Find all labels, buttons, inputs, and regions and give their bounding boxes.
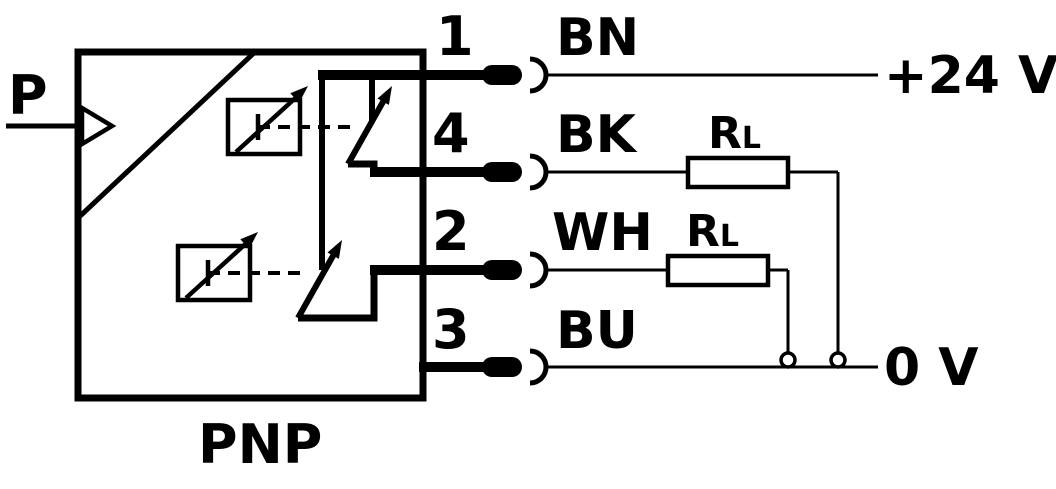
- junction-dot-1: [779, 351, 797, 369]
- junction-dot-2: [829, 351, 847, 369]
- wire-color-wh: WH: [552, 203, 653, 263]
- resistor-1-subscript: L: [742, 121, 761, 156]
- wire-color-bn: BN: [556, 8, 639, 68]
- sensor2-adjust-arrow-icon: [184, 232, 258, 300]
- supply-rail-label: +24 V: [884, 46, 1056, 106]
- resistor-2-subscript: L: [720, 219, 739, 254]
- load-resistor-2-label: RL: [686, 206, 739, 257]
- device-type-label: PNP: [198, 413, 322, 476]
- sensor1-adjust-arrow-icon: [234, 86, 308, 154]
- pin3-connector-icon: [482, 348, 549, 386]
- pin1-label: 1: [436, 5, 474, 68]
- switch2-lever: [295, 240, 342, 320]
- pressure-input-label: P: [8, 64, 48, 127]
- load-resistor-2: [665, 253, 771, 288]
- sensor-body-outline: [74, 48, 427, 402]
- load-resistor-1-label: RL: [708, 108, 761, 159]
- resistor-2-symbol: R: [686, 206, 720, 257]
- switch1-lever: [345, 86, 392, 166]
- load-resistor-1: [685, 155, 791, 190]
- pin3-label: 3: [432, 298, 470, 361]
- wire-color-bu: BU: [556, 301, 638, 361]
- pressure-input-arrow-icon: [79, 104, 117, 148]
- pin1-connector-icon: [482, 56, 549, 94]
- pin2-label: 2: [432, 200, 470, 263]
- resistor-1-symbol: R: [708, 108, 742, 159]
- pin2-connector-icon: [482, 251, 549, 289]
- pin4-label: 4: [432, 102, 470, 165]
- ground-rail-label: 0 V: [884, 338, 979, 398]
- pin4-connector-icon: [482, 153, 549, 191]
- wire-color-bk: BK: [556, 105, 638, 165]
- sensor-body-diagonal: [76, 50, 257, 220]
- switch2-output-step: [298, 270, 378, 322]
